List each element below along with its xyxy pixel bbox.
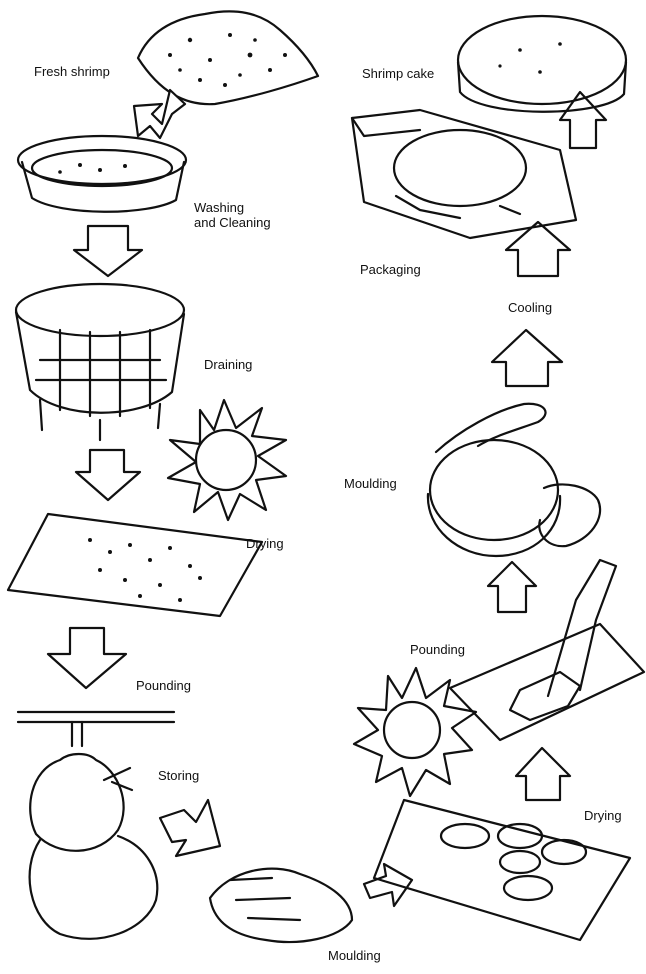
label-shrimp-cake: Shrimp cake	[362, 66, 434, 81]
right-arrow-5	[160, 800, 220, 856]
drying-tray-icon-left	[8, 514, 262, 616]
label-packaging: Packaging	[360, 262, 421, 277]
label-fresh-shrimp: Fresh shrimp	[34, 64, 110, 79]
shrimp-cake-icon	[458, 16, 626, 112]
up-arrow-11	[560, 92, 606, 148]
down-arrow-3	[76, 450, 140, 500]
moulding-round-cake-icon	[428, 404, 600, 556]
label-moulding-bottom: Moulding	[328, 948, 381, 963]
label-pounding-right: Pounding	[410, 642, 465, 657]
moulding-hands-icon-bottom	[210, 869, 352, 942]
up-arrow-8	[488, 562, 536, 612]
sun-icon-right	[354, 668, 476, 796]
label-cooling: Cooling	[508, 300, 552, 315]
up-arrow-7	[516, 748, 570, 800]
label-drying-left: Drying	[246, 536, 284, 551]
label-washing-and-cleaning: Washing and Cleaning	[194, 200, 271, 230]
fresh-shrimp-pile-icon	[138, 11, 318, 104]
label-drying-right: Drying	[584, 808, 622, 823]
down-left-arrow-1	[134, 90, 185, 138]
label-storing: Storing	[158, 768, 199, 783]
right-arrow-6	[364, 864, 412, 906]
sun-icon-left	[168, 400, 286, 520]
washing-basin-icon	[18, 136, 186, 212]
label-moulding-right: Moulding	[344, 476, 397, 491]
storing-bags-icon	[18, 712, 174, 939]
packaging-wrap-icon	[352, 110, 576, 238]
down-arrow-4	[48, 628, 126, 688]
down-arrow-2	[74, 226, 142, 276]
up-arrow-9	[492, 330, 562, 386]
label-draining: Draining	[204, 357, 252, 372]
label-pounding-left: Pounding	[136, 678, 191, 693]
draining-basket-icon	[16, 284, 184, 440]
pounding-mortar-icon	[450, 560, 644, 740]
